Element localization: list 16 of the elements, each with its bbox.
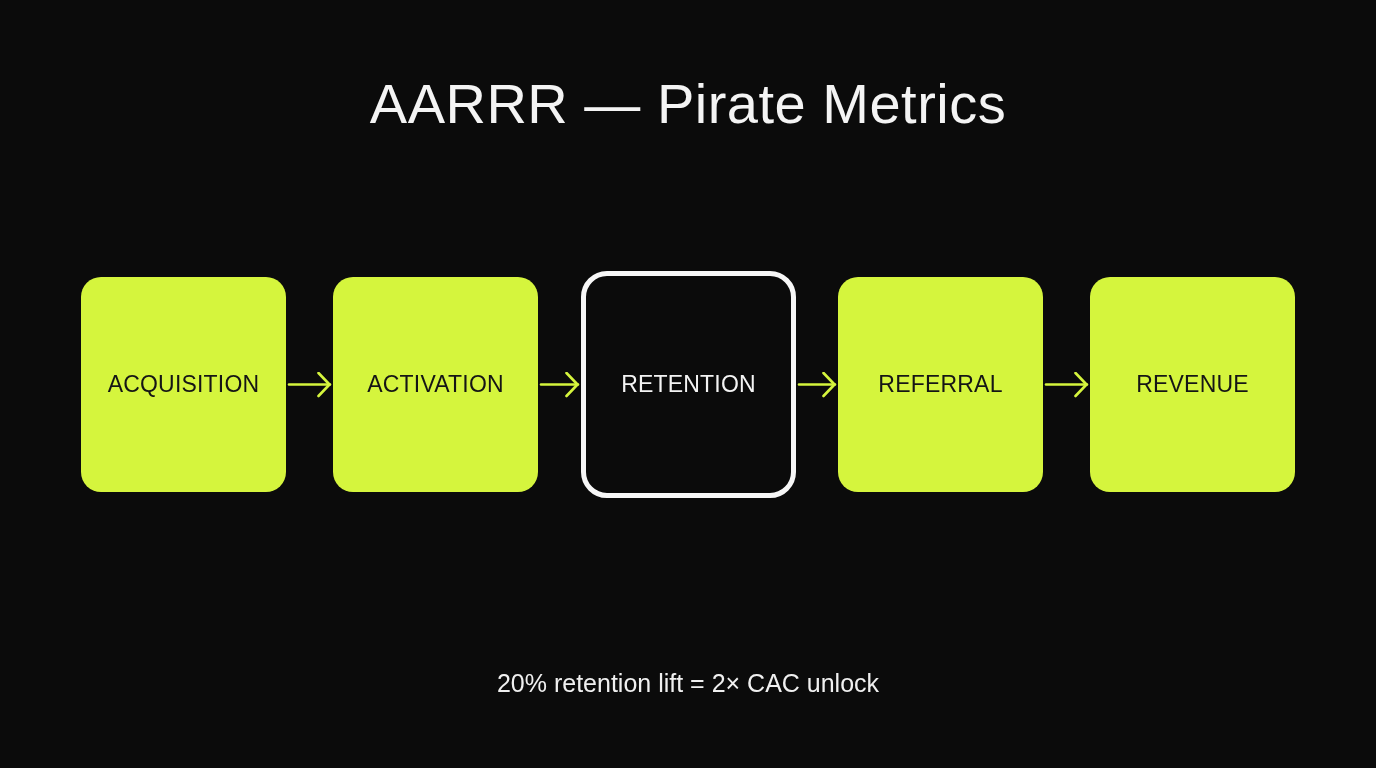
arrow: [1044, 371, 1089, 398]
arrow: [287, 371, 332, 398]
arrow: [539, 371, 580, 398]
highlighted-stage-box: [581, 271, 796, 498]
arrow: [797, 371, 837, 398]
note-text: 20% retention lift = 2× CAC unlock: [496, 668, 880, 698]
stage-box: [81, 277, 286, 492]
stage-label: ACQUISITION: [106, 371, 261, 398]
stage-label: REVENUE: [1135, 371, 1250, 398]
stage-box: [333, 277, 538, 492]
stage-label: REFERRAL: [877, 371, 1004, 398]
stage-box: [838, 277, 1043, 492]
stage-label: ACTIVATION: [366, 371, 505, 398]
stage-label: RETENTION: [620, 371, 757, 398]
stage-box: [1090, 277, 1295, 492]
diagram-title: AARRR — Pirate Metrics: [369, 71, 1007, 137]
